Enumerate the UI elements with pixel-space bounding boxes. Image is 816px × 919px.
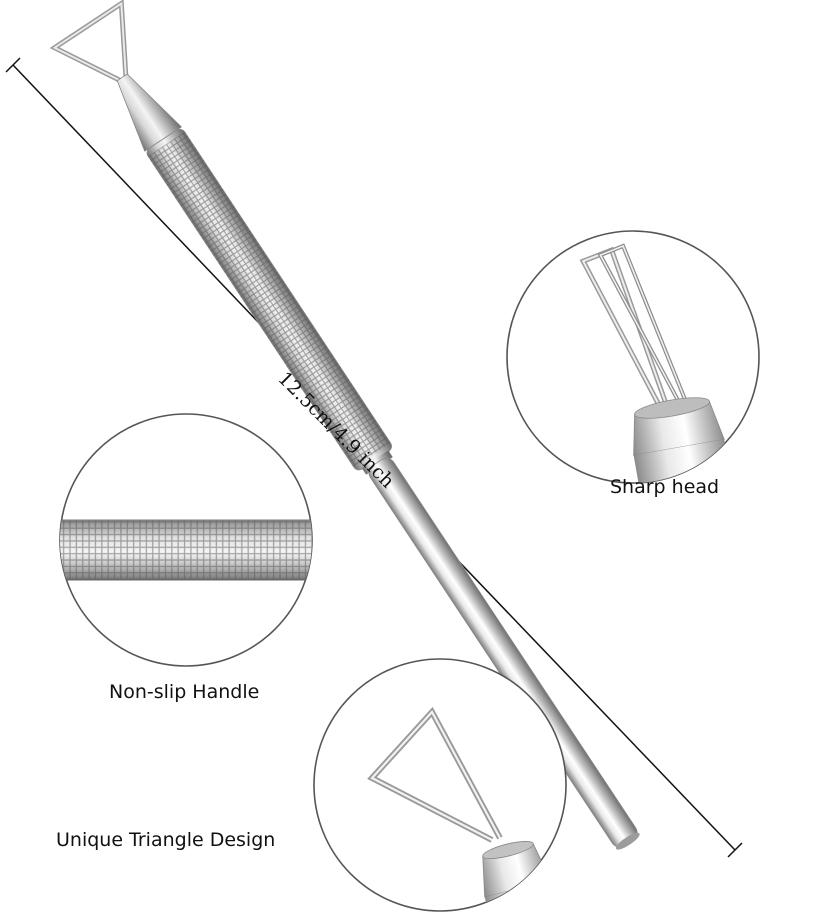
triangle-design-caption: Unique Triangle Design [56,829,276,851]
sharp-head-detail [506,230,760,484]
triangle-head [49,0,129,85]
non-slip-handle-detail [59,413,313,667]
non-slip-handle-caption: Non-slip Handle [109,681,260,703]
nail-tool [49,0,640,850]
triangle-design-detail [313,658,567,912]
sharp-head-caption: Sharp head [610,476,720,498]
tool-cone [116,73,183,152]
